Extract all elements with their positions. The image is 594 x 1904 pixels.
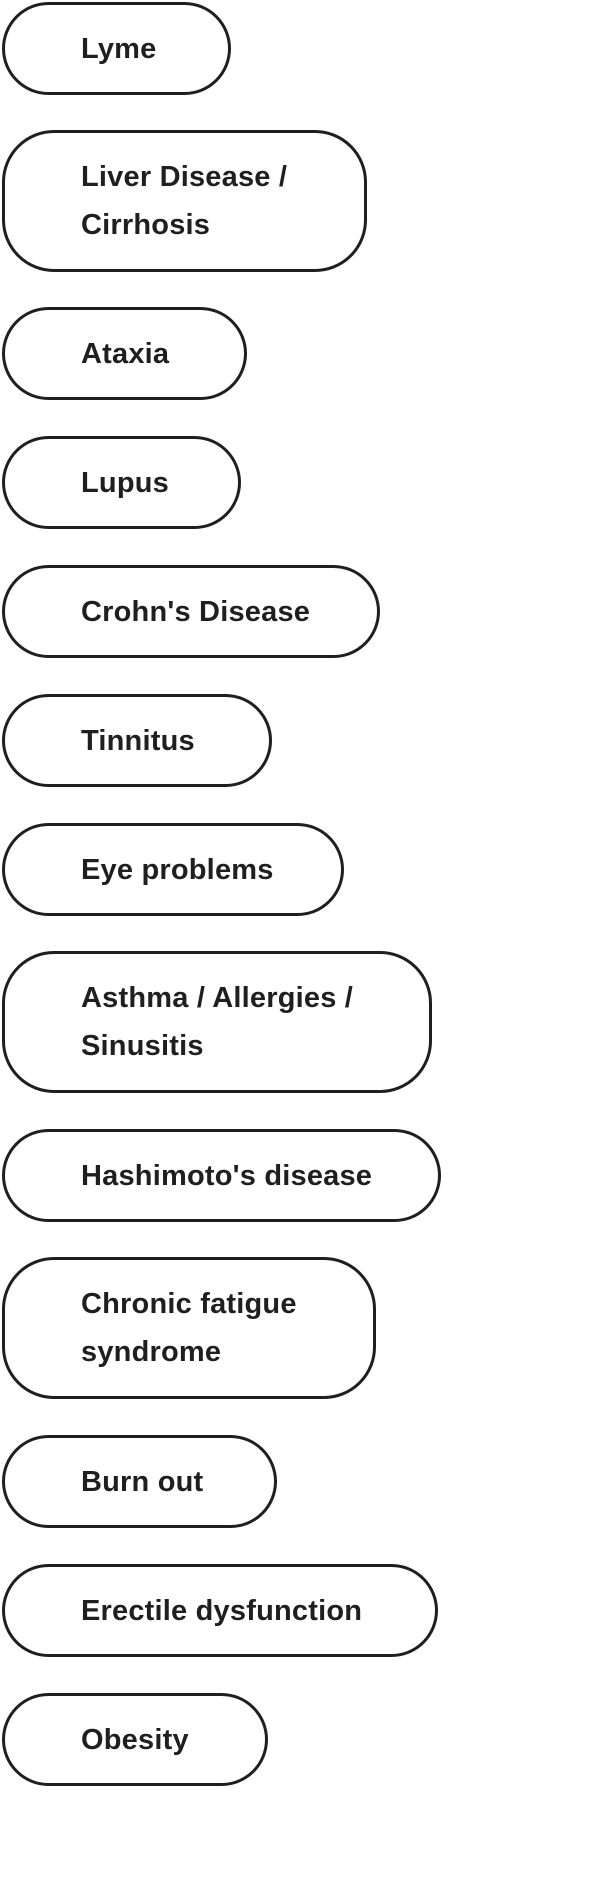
condition-label: Lyme [81,32,157,65]
condition-label: Asthma / Allergies / Sinusitis [81,982,354,1062]
condition-label: Liver Disease / Cirrhosis [81,161,288,241]
condition-pill-ataxia[interactable]: Ataxia [2,307,247,400]
condition-pill-erectile-dysfunction[interactable]: Erectile dysfunction [2,1564,438,1657]
condition-label: Burn out [81,1465,204,1498]
condition-pill-burn-out[interactable]: Burn out [2,1435,277,1528]
condition-label: Crohn's Disease [81,595,311,628]
condition-pill-lupus[interactable]: Lupus [2,436,241,529]
condition-pill-hashimotos-disease[interactable]: Hashimoto's disease [2,1129,441,1222]
condition-label: Eye problems [81,853,274,886]
condition-pill-chronic-fatigue-syndrome[interactable]: Chronic fatigue syndrome [2,1257,376,1399]
condition-label: Hashimoto's disease [81,1159,373,1192]
condition-pill-eye-problems[interactable]: Eye problems [2,823,344,916]
condition-label: Obesity [81,1723,189,1756]
condition-label: Erectile dysfunction [81,1594,363,1627]
condition-label: Lupus [81,466,169,499]
condition-pill-liver-disease-cirrhosis[interactable]: Liver Disease / Cirrhosis [2,130,367,272]
condition-pill-obesity[interactable]: Obesity [2,1693,268,1786]
condition-pill-tinnitus[interactable]: Tinnitus [2,694,272,787]
condition-pill-lyme[interactable]: Lyme [2,2,231,95]
condition-label: Tinnitus [81,724,195,757]
condition-label: Chronic fatigue syndrome [81,1288,297,1368]
condition-pill-crohns-disease[interactable]: Crohn's Disease [2,565,380,658]
condition-pill-asthma-allergies-sinusitis[interactable]: Asthma / Allergies / Sinusitis [2,951,432,1093]
condition-label: Ataxia [81,337,170,370]
